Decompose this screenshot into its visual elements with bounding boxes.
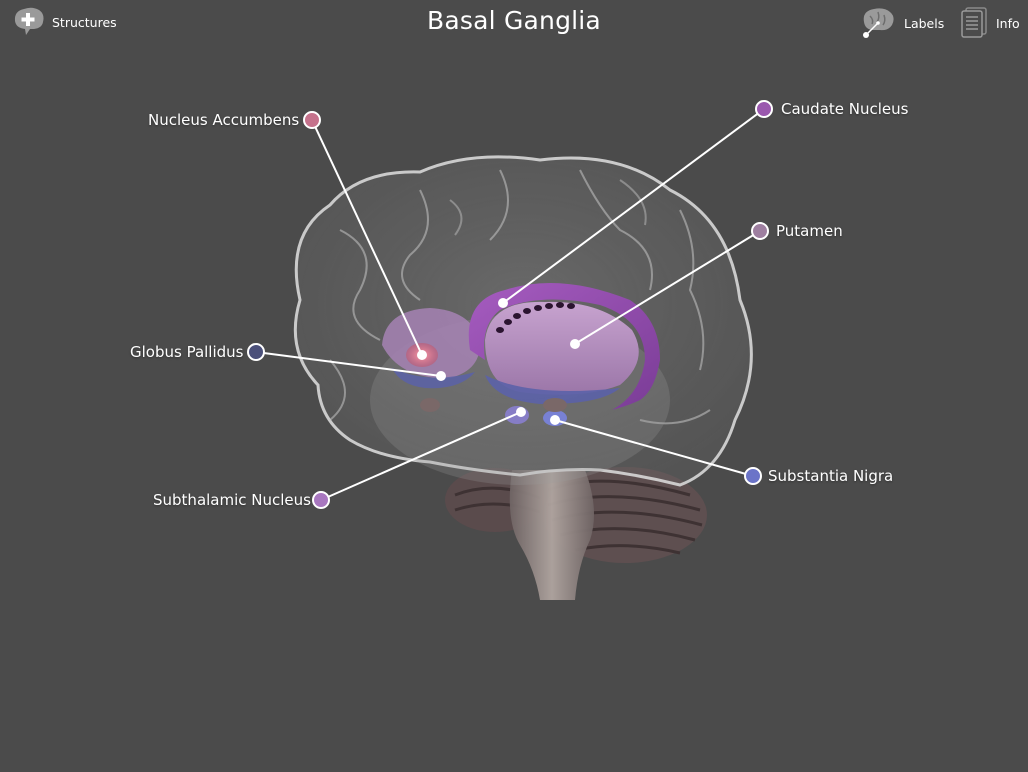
marker-globus-pallidus[interactable]	[247, 343, 265, 361]
marker-subthalamic-nucleus[interactable]	[312, 491, 330, 509]
anchor-dot-putamen	[570, 339, 580, 349]
small-body-shape-2	[543, 398, 567, 412]
marker-caudate-nucleus[interactable]	[755, 100, 773, 118]
label-caudate-nucleus[interactable]: Caudate Nucleus	[781, 100, 909, 118]
putamen-shape	[485, 301, 639, 395]
marker-substantia-nigra[interactable]	[744, 467, 762, 485]
leader-line-putamen	[574, 230, 761, 345]
document-icon	[960, 6, 990, 41]
page-title: Basal Ganglia	[427, 6, 601, 35]
brain-labels-icon	[858, 6, 898, 41]
anchor-dot-substantia-nigra	[550, 415, 560, 425]
brain-plus-icon	[12, 6, 46, 39]
labels-button[interactable]: Labels	[858, 6, 944, 41]
small-body-shape	[420, 398, 440, 412]
top-bar: Structures Basal Ganglia Labels	[0, 0, 1028, 48]
anchor-dot-subthalamic-nucleus	[516, 407, 526, 417]
leader-line-substantia-nigra	[554, 419, 754, 477]
structures-button[interactable]: Structures	[12, 6, 117, 39]
contralateral-putamen-shape	[382, 308, 481, 379]
anchor-dot-globus-pallidus	[436, 371, 446, 381]
label-subthalamic-nucleus[interactable]: Subthalamic Nucleus	[153, 491, 311, 509]
leader-line-caudate-nucleus	[502, 108, 765, 304]
label-globus-pallidus[interactable]: Globus Pallidus	[130, 343, 244, 361]
leader-line-subthalamic-nucleus	[320, 411, 522, 501]
caudate-nucleus-shape	[468, 282, 660, 410]
label-putamen[interactable]: Putamen	[776, 222, 843, 240]
caudate-stripes	[496, 302, 575, 333]
info-button[interactable]: Info	[960, 6, 1020, 41]
globus-pallidus-shape	[485, 375, 620, 405]
info-label: Info	[996, 16, 1020, 31]
brainstem-shape	[509, 470, 594, 600]
label-substantia-nigra[interactable]: Substantia Nigra	[768, 467, 894, 485]
structures-label: Structures	[52, 15, 117, 30]
labels-label: Labels	[904, 16, 945, 31]
marker-nucleus-accumbens[interactable]	[303, 111, 321, 129]
anchor-dot-nucleus-accumbens	[417, 350, 427, 360]
anchor-dot-caudate-nucleus	[498, 298, 508, 308]
contralateral-pallidus-shape	[392, 368, 475, 389]
label-nucleus-accumbens[interactable]: Nucleus Accumbens	[148, 111, 300, 129]
leader-line-globus-pallidus	[255, 351, 442, 377]
leader-line-nucleus-accumbens	[311, 119, 423, 356]
marker-putamen[interactable]	[751, 222, 769, 240]
